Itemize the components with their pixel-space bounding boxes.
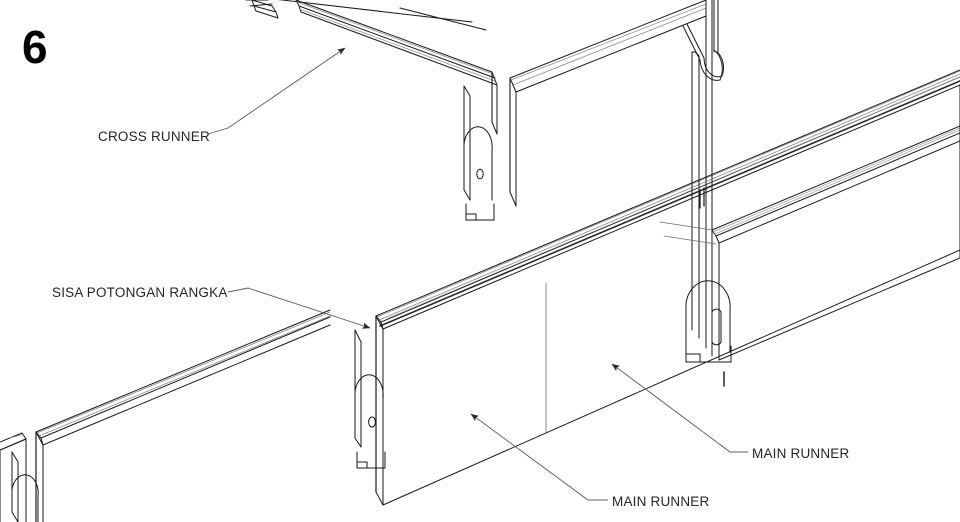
main-runner-front xyxy=(375,69,960,506)
step-number: 6 xyxy=(22,21,48,73)
end-connector-tab-left xyxy=(11,451,39,522)
top-cut-fragment xyxy=(245,0,273,7)
main-runner-right-leader xyxy=(611,363,748,453)
main-runner-bottom-leader xyxy=(470,413,608,501)
cross-runner-leader xyxy=(207,47,346,135)
cut-runner-piece xyxy=(0,432,27,522)
main-runner-rear xyxy=(711,125,960,361)
cross-runner-end-tab xyxy=(463,85,495,221)
label-main-runner-right: MAIN RUNNER xyxy=(752,446,850,461)
hanger-wire xyxy=(682,0,724,81)
label-main-runner-bottom: MAIN RUNNER xyxy=(612,494,710,509)
main-runner-left-foreground xyxy=(35,309,331,522)
sisa-potongan-leader xyxy=(227,287,371,329)
end-connector-tab xyxy=(354,329,386,469)
cross-runner-center xyxy=(295,0,498,135)
hanger-strap xyxy=(685,0,732,363)
label-cross-runner: CROSS RUNNER xyxy=(98,129,210,144)
cross-runner-upper xyxy=(251,0,487,31)
cross-runner-right xyxy=(509,0,707,207)
label-sisa-potongan-rangka: SISA POTONGAN RANGKA xyxy=(52,285,228,300)
runner-junction xyxy=(659,221,717,245)
